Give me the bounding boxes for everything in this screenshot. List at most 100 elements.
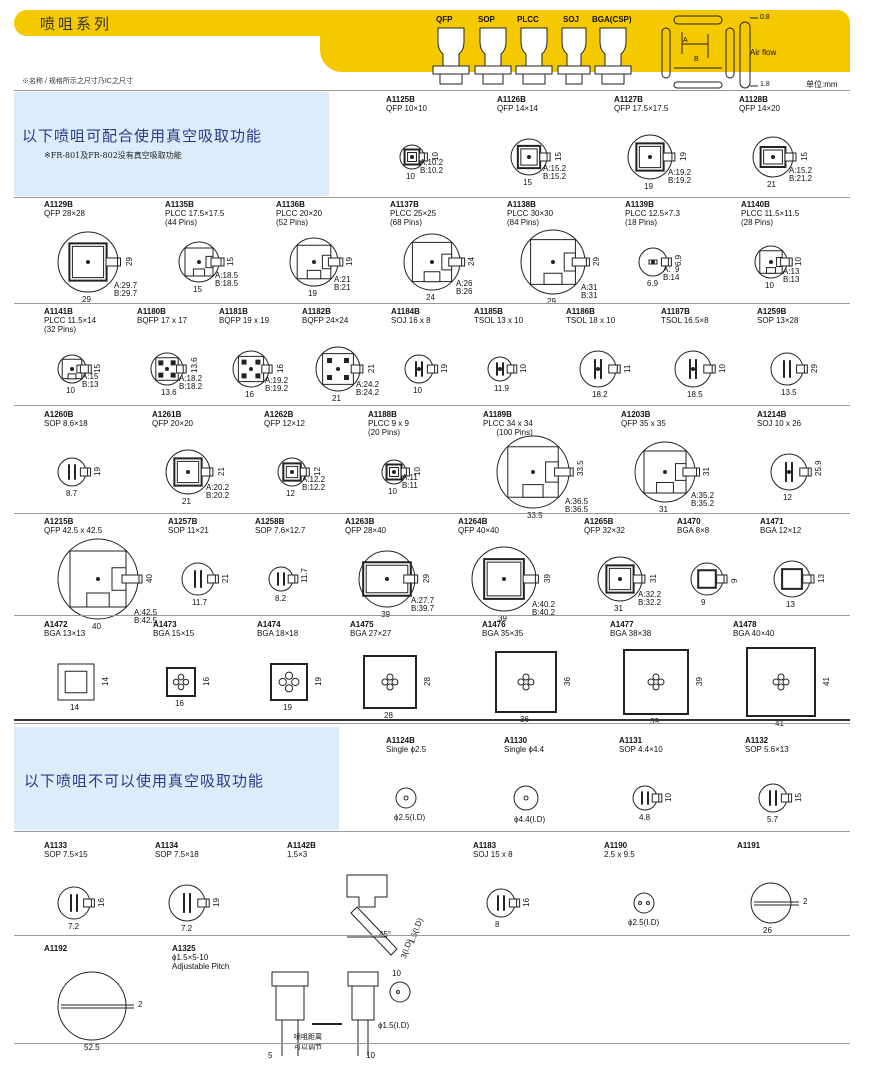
nozzle-code: A1263B [345, 517, 375, 526]
nozzle-spec: BGA 8×8 [677, 526, 710, 535]
nozzle-code: A1476 [482, 620, 506, 629]
dimension-a-label: A:42.5 [134, 608, 158, 617]
divider [14, 723, 850, 724]
nozzle-type-label: SOP [478, 15, 495, 24]
nozzle-spec: BGA 18×18 [257, 629, 299, 638]
width-label: 19 [283, 703, 292, 712]
divider [14, 90, 850, 91]
dimension-b-label: B:40.2 [532, 608, 556, 617]
nozzle-drawing [264, 434, 374, 514]
nozzle-spec: PLCC 25×25 (68 Pins) [390, 209, 437, 227]
dimension-b-label: B:13 [783, 275, 800, 284]
height-label: 29 [592, 257, 601, 266]
nozzle-code: A1125B [386, 95, 415, 104]
nozzle-spec: SOJ 10 x 26 [757, 419, 802, 428]
nozzle-spec: SOP 7.5×15 [44, 850, 88, 859]
nozzle-spec: BGA 38×38 [610, 629, 652, 638]
nozzle-code: A1475 [350, 620, 374, 629]
width-label: 12 [783, 493, 792, 502]
nozzle-code: A1471 [760, 517, 784, 526]
nozzle-spec: BQFP 24×24 [302, 316, 349, 325]
width-label: 12 [286, 489, 295, 498]
nozzle-code: A1259B [757, 307, 787, 316]
width-label: 9 [701, 598, 706, 607]
inner-diameter-label: ϕ4.4(I.D) [514, 815, 546, 824]
nozzle-spec: SOP 7.6×12.7 [255, 526, 306, 535]
nozzle-code: A1135B [165, 200, 194, 209]
width-label: 11.9 [494, 384, 509, 393]
nozzle-spec: PLCC 20×20 (52 Pins) [276, 209, 323, 227]
nozzle-spec: QFP 32×32 [584, 526, 625, 535]
divider [14, 831, 850, 832]
height-label: 29 [422, 574, 431, 583]
nozzle-illustrations [430, 24, 640, 88]
divider [14, 197, 850, 198]
nozzle-spec: SOP 4.4×10 [619, 745, 663, 754]
height-label: 15 [554, 152, 563, 161]
dimension-b-label: B:39.7 [411, 604, 435, 613]
nozzle-drawing [458, 541, 568, 621]
nozzle-drawing [219, 331, 329, 411]
nozzle-spec: QFP 42.5 x 42.5 [44, 526, 103, 535]
nozzle-drawing-sop [475, 28, 511, 84]
height-label: 25.9 [814, 460, 823, 476]
nozzle-code: A1180B [137, 307, 166, 316]
nozzle-drawing [345, 541, 455, 621]
height-label: 10 [794, 257, 803, 266]
nozzle-code: A1258B [255, 517, 285, 526]
nozzle-drawing [745, 760, 855, 840]
nozzle-code: A1130 [504, 736, 528, 745]
nozzle-spec: Single ϕ2.5 [386, 745, 427, 754]
height-label: 10 [718, 364, 727, 373]
nozzle-spec: SOP 11×21 [168, 526, 209, 535]
nozzle-drawing [391, 331, 501, 411]
width-label: 14 [70, 703, 79, 712]
height-label: 33.5 [576, 460, 585, 476]
divider [14, 1043, 850, 1044]
nozzle-spec: BGA 27×27 [350, 629, 392, 638]
height-label: 13 [817, 574, 826, 583]
no-vacuum-section-title: 以下喷咀不可以使用真空吸取功能 [24, 772, 265, 790]
width-label: 13 [786, 600, 795, 609]
width-label: 10 [765, 281, 774, 290]
size-note: ※名称 / 规格所示之尺寸乃IC之尺寸 [22, 78, 133, 85]
nozzle-code: A1191 [737, 841, 761, 850]
dim-gap-label: 0.8 [760, 14, 770, 21]
height-label: 10 [664, 793, 673, 802]
nozzle-code: A1133 [44, 841, 68, 850]
height-label: 29 [125, 257, 134, 266]
width-label: 18.5 [687, 390, 703, 399]
nozzle-code: A1203B [621, 410, 651, 419]
nozzle-drawing [566, 331, 676, 411]
dimension-b-label: B:31 [581, 291, 598, 300]
inner-diameter-label: ϕ2.5(I.D) [394, 813, 426, 822]
nozzle-spec: BQFP 19 x 19 [219, 316, 270, 325]
width-label: 19 [308, 289, 317, 298]
nozzle-spec: TSOL 18 x 10 [566, 316, 616, 325]
nozzle-spec: QFP 28×40 [345, 526, 386, 535]
nozzle-spec: QFP 14×20 [739, 104, 780, 113]
vacuum-section-subtitle: ※FR-801及FR-802没有真空吸取功能 [44, 151, 182, 160]
width-label: 31 [659, 505, 668, 514]
nozzle-drawing [757, 434, 867, 514]
width-label: 28 [384, 711, 393, 720]
nozzle-spec: SOJ 15 x 8 [473, 850, 513, 859]
nozzle-code: A1126B [497, 95, 526, 104]
nozzle-code: A1182B [302, 307, 331, 316]
nozzle-code: A1140B [741, 200, 770, 209]
nozzle-spec: PLCC 34 x 34 (100 Pins) [483, 419, 533, 437]
dimension-b-label: B:21 [334, 283, 351, 292]
inner-diameter-label: ϕ2.5(I.D) [628, 918, 660, 927]
nozzle-drawing [44, 968, 154, 1048]
nozzle-drawing [153, 644, 263, 724]
height-label: 15 [226, 257, 235, 266]
pitch-left-label: 5 [268, 1051, 273, 1060]
nozzle-code: A1127B [614, 95, 643, 104]
width-label: 19 [644, 182, 653, 191]
dimension-a-label: A:13 [783, 267, 800, 276]
height-label: 11 [623, 364, 632, 373]
nozzle-drawing [614, 119, 724, 199]
width-label: 21 [332, 394, 341, 403]
dimension-b-label: B:26 [456, 287, 473, 296]
dimension-b-label: B:29.7 [114, 289, 138, 298]
